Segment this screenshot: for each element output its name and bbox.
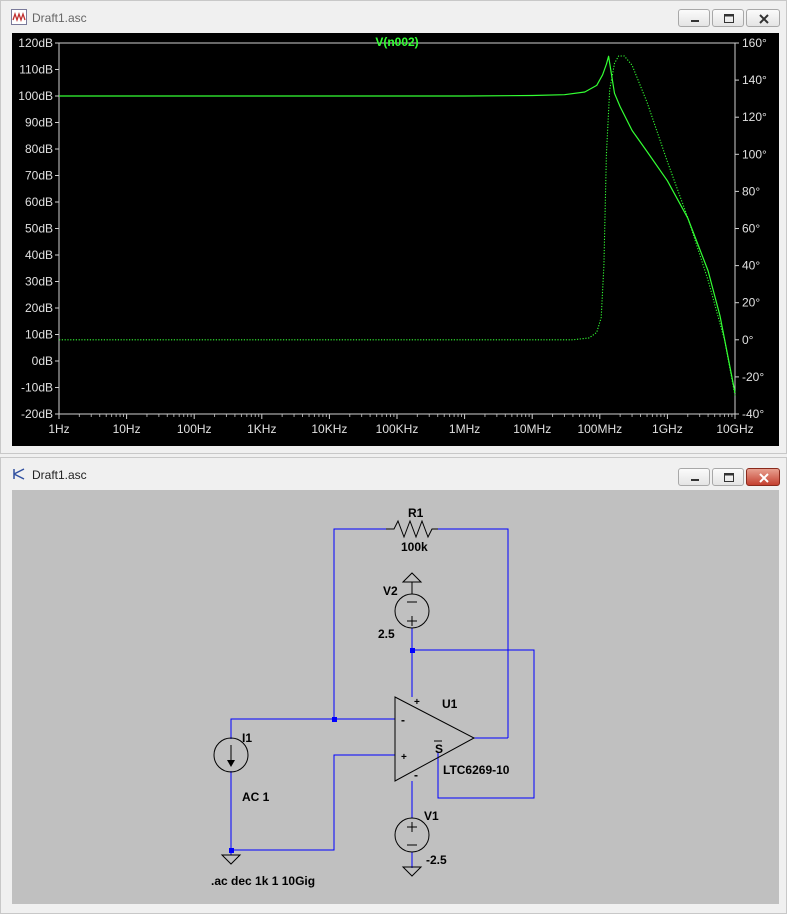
voltage-source-v2[interactable]: V2 2.5 [378, 572, 430, 641]
y-right-ticks: 160° 140° 120° 100° 80° 60° 40° 20° 0° -20° -40° [735, 36, 767, 421]
y-left-tick-label: 10dB [25, 328, 53, 342]
x-tick-label: 10GHz [716, 422, 753, 436]
v2-value: 2.5 [378, 627, 395, 641]
minimize-button[interactable] [678, 468, 710, 486]
y-left-tick-label: 110dB [19, 63, 53, 77]
y-left-tick-label: 50dB [25, 222, 53, 236]
plot-window-title: Draft1.asc [32, 11, 87, 25]
junctions [229, 648, 415, 853]
x-tick-label: 1GHz [652, 422, 683, 436]
v1-value: -2.5 [426, 853, 447, 867]
y-right-tick-label: 80° [742, 184, 760, 198]
ground-symbol[interactable] [220, 854, 242, 865]
u1-pin-plus-supply: + [414, 697, 420, 708]
minimize-icon [691, 20, 699, 22]
y-left-tick-label: -20dB [21, 407, 53, 421]
opamp-u1[interactable]: + - + S - U1 LTC6269-10 [394, 696, 510, 782]
x-tick-label: 1MHz [449, 422, 480, 436]
phase-trace[interactable] [59, 55, 736, 396]
x-tick-label: 10KHz [311, 422, 347, 436]
v2-ref: V2 [383, 584, 398, 598]
x-tick-label: 100MHz [577, 422, 622, 436]
u1-pin-minus: - [401, 713, 405, 727]
u1-pin-plus: + [401, 752, 407, 763]
y-right-tick-label: 140° [742, 73, 767, 87]
plot-window-titlebar[interactable]: Draft1.asc [1, 1, 786, 35]
y-right-tick-label: -40° [742, 407, 764, 421]
y-right-tick-label: 120° [742, 110, 767, 124]
resistor-r1[interactable]: R1 100k [386, 506, 438, 554]
bode-plot[interactable]: 120dB 110dB 100dB 90dB 80dB 70dB 60dB 50dB 40dB 3… [12, 33, 779, 446]
y-right-tick-label: 40° [742, 259, 760, 273]
schematic-window: Draft1.asc [0, 457, 787, 914]
y-right-tick-label: 100° [742, 147, 767, 161]
y-right-tick-label: 160° [742, 36, 767, 50]
u1-pin-minus-supply: - [414, 768, 418, 782]
maximize-button[interactable] [712, 9, 744, 27]
series-layer [59, 55, 736, 396]
i1-value: AC 1 [242, 790, 270, 804]
y-left-tick-label: 120dB [18, 36, 53, 50]
y-left-tick-label: 70dB [25, 169, 53, 183]
y-right-tick-label: -20° [742, 370, 764, 384]
u1-pin-shdn: S [435, 742, 443, 756]
maximize-icon [724, 14, 734, 23]
x-tick-label: 100Hz [177, 422, 212, 436]
x-ticks: 1Hz 10Hz 100Hz 1KHz 10KHz 100KHz 1MHz 10MHz 100M… [48, 414, 754, 436]
y-right-tick-label: 60° [742, 222, 760, 236]
i1-ref: I1 [242, 731, 252, 745]
y-left-tick-label: 100dB [18, 89, 53, 103]
close-button[interactable] [746, 468, 780, 486]
plot-pane[interactable]: 120dB 110dB 100dB 90dB 80dB 70dB 60dB 50dB 40dB 3… [12, 33, 779, 446]
schematic-canvas[interactable]: R1 100k V2 2.5 V1 [12, 490, 779, 904]
y-left-tick-label: 0dB [32, 354, 53, 368]
u1-ref: U1 [442, 697, 458, 711]
y-left-tick-label: 80dB [25, 142, 53, 156]
x-tick-label: 10Hz [113, 422, 141, 436]
u1-model: LTC6269-10 [443, 763, 510, 777]
current-source-i1[interactable]: I1 AC 1 [213, 731, 270, 804]
y-left-tick-label: 40dB [25, 248, 53, 262]
voltage-source-v1[interactable]: V1 -2.5 [394, 809, 447, 877]
x-tick-label: 10MHz [513, 422, 551, 436]
close-button[interactable] [746, 9, 780, 27]
waveform-icon [11, 9, 27, 25]
spice-directive[interactable]: .ac dec 1k 1 10Gig [211, 874, 315, 888]
close-icon [759, 14, 769, 24]
schematic-window-titlebar[interactable]: Draft1.asc [1, 458, 786, 492]
y-left-tick-label: 90dB [25, 116, 53, 130]
plot-frame [58, 42, 736, 415]
magnitude-trace[interactable] [59, 55, 736, 393]
trace-label[interactable]: V(n002) [375, 35, 418, 49]
schematic-icon [13, 468, 25, 480]
y-left-ticks: 120dB 110dB 100dB 90dB 80dB 70dB 60dB 50dB 40dB 3… [18, 36, 59, 421]
r1-ref: R1 [408, 506, 424, 520]
y-left-tick-label: 20dB [25, 301, 53, 315]
x-tick-label: 100KHz [376, 422, 419, 436]
maximize-button[interactable] [712, 468, 744, 486]
maximize-icon [724, 473, 734, 482]
y-left-tick-label: 30dB [25, 275, 53, 289]
close-icon [759, 473, 769, 483]
x-tick-label: 1KHz [247, 422, 276, 436]
minimize-icon [691, 479, 699, 481]
y-right-tick-label: 20° [742, 296, 760, 310]
schematic-window-title: Draft1.asc [32, 468, 87, 482]
y-right-tick-label: 0° [742, 333, 754, 347]
x-tick-label: 1Hz [48, 422, 69, 436]
schematic-drawing[interactable]: R1 100k V2 2.5 V1 [12, 490, 779, 904]
y-left-tick-label: 60dB [25, 195, 53, 209]
wires[interactable] [230, 528, 535, 868]
minimize-button[interactable] [678, 9, 710, 27]
v1-ref: V1 [424, 809, 439, 823]
plot-window: Draft1.asc 120dB 110dB 100dB 90dB 80dB 70dB 60… [0, 0, 787, 454]
r1-value: 100k [401, 540, 428, 554]
y-left-tick-label: -10dB [21, 381, 53, 395]
